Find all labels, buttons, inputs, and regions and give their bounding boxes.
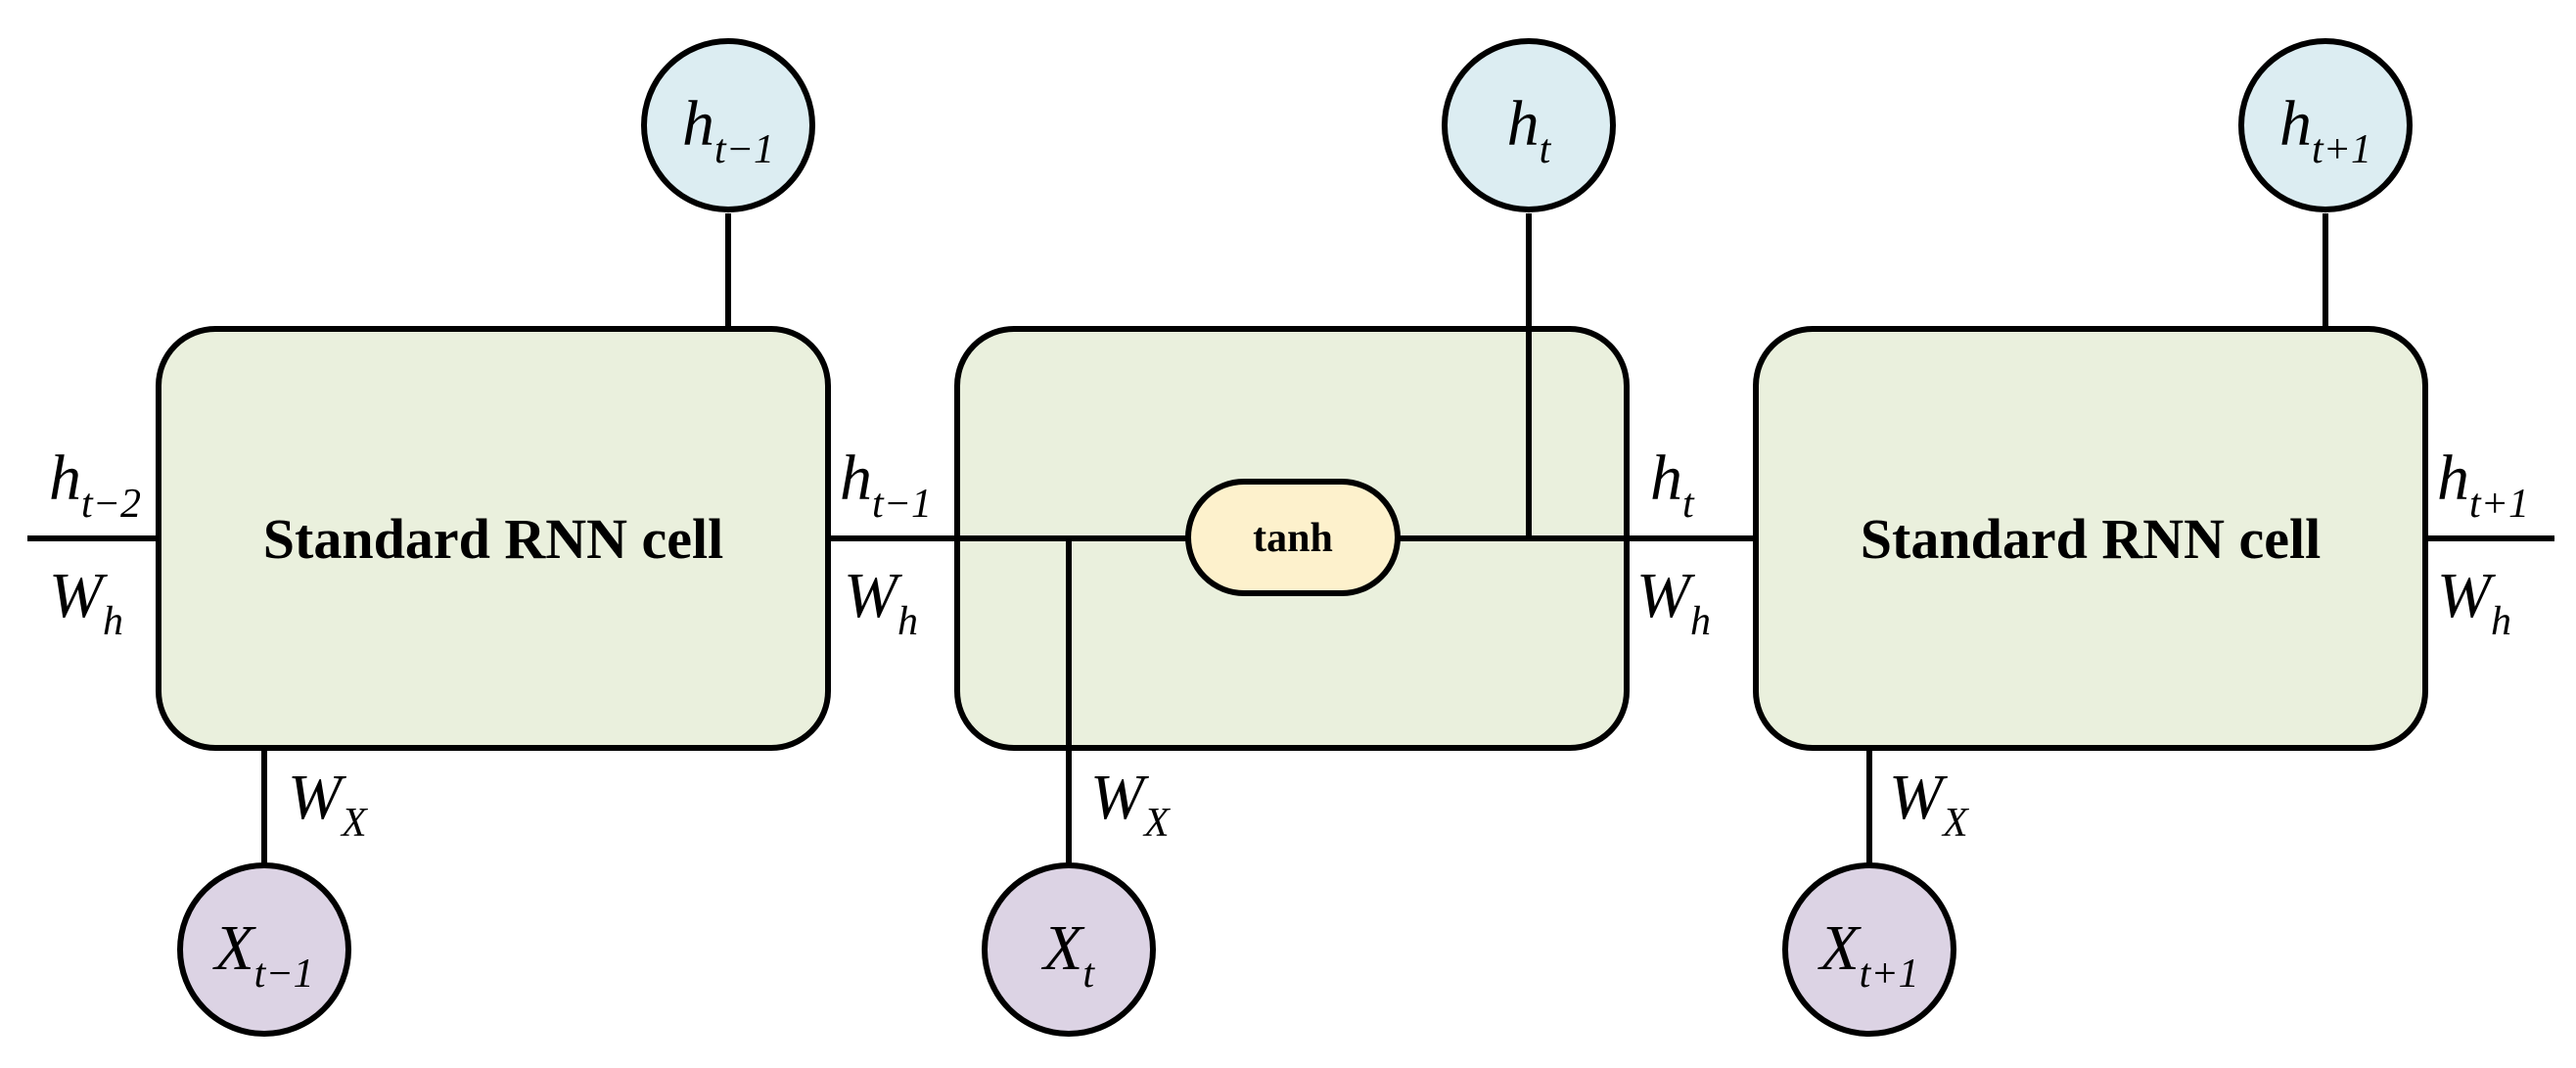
recurrent-w-label-2: Wh — [1636, 560, 1711, 644]
output-node-h-t-minus-1 — [641, 38, 815, 212]
recurrent-w-label-1: Wh — [844, 560, 918, 644]
input-label-middle: Xt — [1040, 912, 1095, 997]
input-weight-label-left: WX — [288, 762, 369, 846]
recurrent-w-label-3: Wh — [2437, 560, 2511, 644]
tanh-label: tanh — [1253, 516, 1333, 561]
output-node-h-t-plus-1 — [2238, 38, 2413, 212]
recurrent-h-label-2: ht — [1650, 442, 1695, 527]
input-node-x-t — [982, 862, 1156, 1037]
recurrent-h-label-3: ht+1 — [2437, 442, 2529, 527]
recurrent-h-label-1: ht−1 — [840, 442, 932, 527]
recurrent-w-label-0: Wh — [49, 560, 123, 644]
output-label-right: ht+1 — [2279, 88, 2371, 172]
cell-title-left: Standard RNN cell — [263, 507, 723, 571]
output-node-h-t — [1442, 38, 1616, 212]
cell-title-right: Standard RNN cell — [1861, 507, 2321, 571]
input-weight-label-right: WX — [1889, 762, 1970, 846]
output-label-left: ht−1 — [682, 88, 774, 172]
input-weight-label-middle: WX — [1090, 762, 1172, 846]
output-label-middle: ht — [1507, 88, 1552, 172]
input-label-left: Xt−1 — [211, 912, 313, 997]
input-node-x-t-plus-1 — [1782, 862, 1956, 1037]
input-label-right: Xt+1 — [1817, 912, 1918, 997]
recurrent-h-label-0: ht−2 — [49, 442, 141, 527]
tanh-node — [1185, 479, 1401, 596]
input-node-x-t-minus-1 — [177, 862, 351, 1037]
